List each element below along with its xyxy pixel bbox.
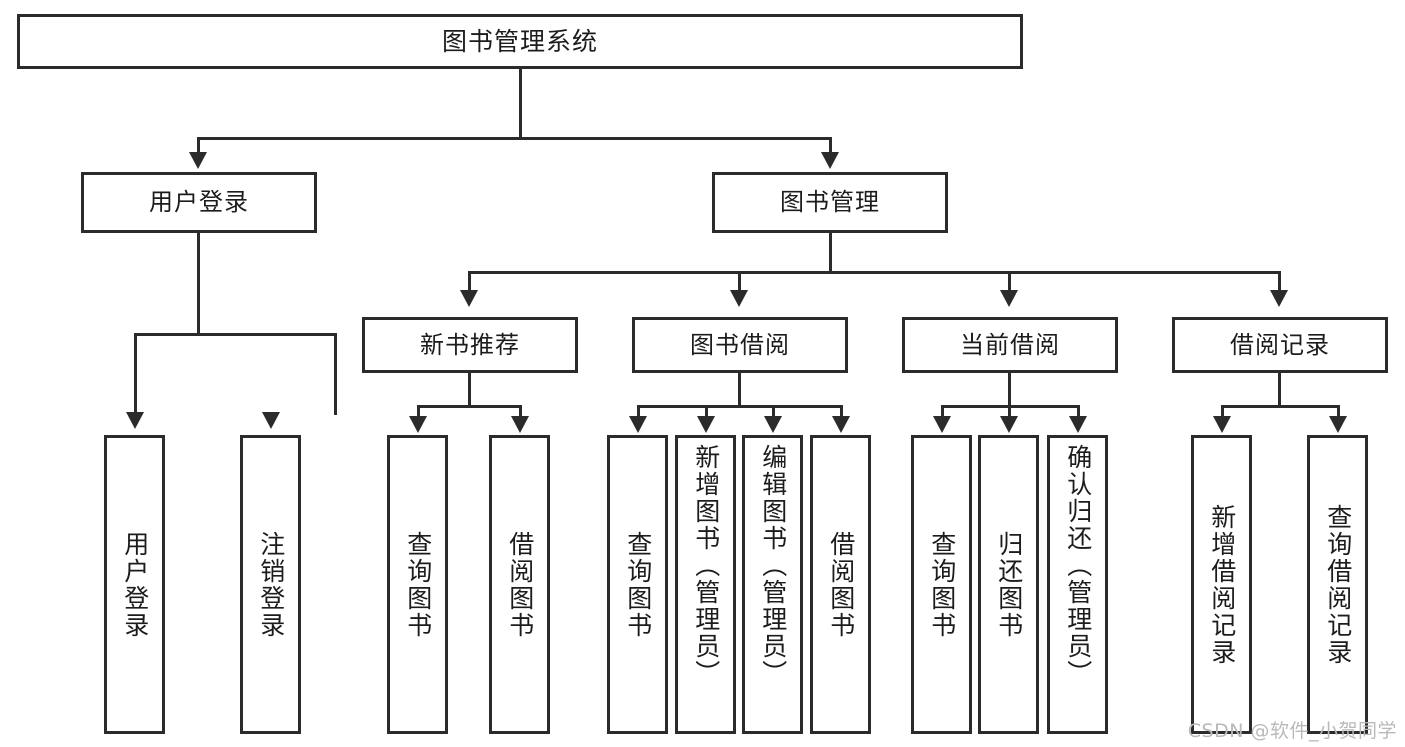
connector-to-current-borrow [1008, 271, 1011, 293]
leaf-current-borrow-confirm[interactable]: 确认归还（管理员） [1047, 435, 1108, 734]
connector-to-book-borrow [738, 271, 741, 293]
arrow-book-borrow-child-1 [629, 416, 647, 433]
leaf-current-borrow-query[interactable]: 查询图书 [911, 435, 972, 734]
node-label: 用户登录 [120, 530, 150, 639]
node-label: 查询图书 [403, 530, 433, 639]
arrow-current-borrow-child-2 [1000, 416, 1018, 433]
connector-current-borrow-child-2 [1008, 405, 1011, 419]
node-label: 用户登录 [149, 188, 249, 217]
leaf-book-borrow-edit[interactable]: 编辑图书（管理员） [742, 435, 803, 734]
node-user-login[interactable]: 用户登录 [81, 172, 317, 233]
node-label: 借阅记录 [1230, 330, 1330, 359]
node-root-system[interactable]: 图书管理系统 [17, 14, 1023, 69]
connector-user-login-bus [134, 333, 337, 336]
arrow-book-borrow-child-4 [832, 416, 850, 433]
connector-to-book-manage [829, 137, 832, 155]
leaf-book-borrow-add[interactable]: 新增图书（管理员） [675, 435, 736, 734]
leaf-new-book-query[interactable]: 查询图书 [387, 435, 448, 734]
arrow-book-borrow-child-2 [697, 416, 715, 433]
connector-new-book-child-2 [519, 405, 522, 419]
node-new-book-recommend[interactable]: 新书推荐 [362, 317, 578, 373]
connector-book-borrow-child-2 [705, 405, 708, 419]
leaf-borrow-record-add[interactable]: 新增借阅记录 [1191, 435, 1252, 734]
node-label: 新增借阅记录 [1207, 503, 1237, 666]
node-label: 归还图书 [994, 530, 1024, 639]
arrow-current-borrow-child-3 [1069, 416, 1087, 433]
arrow-borrow-record-child-2 [1329, 416, 1347, 433]
leaf-borrow-record-query[interactable]: 查询借阅记录 [1307, 435, 1368, 734]
node-label: 编辑图书（管理员） [758, 444, 788, 687]
arrow-new-book-child-1 [409, 416, 427, 433]
node-label: 借阅图书 [826, 530, 856, 639]
leaf-current-borrow-return[interactable]: 归还图书 [978, 435, 1039, 734]
arrow-to-user-login [189, 152, 207, 169]
arrow-user-login-child-2 [262, 412, 280, 429]
leaf-user-login-logout[interactable]: 注销登录 [240, 435, 301, 734]
connector-borrow-record-stem [1278, 373, 1281, 407]
arrow-to-book-manage [821, 152, 839, 169]
connector-to-borrow-record [1278, 271, 1281, 293]
node-label: 当前借阅 [960, 330, 1060, 359]
connector-user-login-child-1 [134, 333, 137, 415]
connector-book-borrow-child-1 [637, 405, 640, 419]
connector-book-borrow-child-4 [840, 405, 843, 419]
node-label: 新书推荐 [420, 330, 520, 359]
node-label: 图书管理系统 [441, 26, 598, 56]
connector-root-bus [197, 137, 832, 140]
node-label: 查询借阅记录 [1323, 503, 1353, 666]
connector-book-borrow-stem [738, 373, 741, 407]
node-label: 图书借阅 [690, 330, 790, 359]
arrow-to-new-book [460, 290, 478, 307]
connector-borrow-record-bus [1221, 405, 1340, 408]
arrow-to-book-borrow [730, 290, 748, 307]
leaf-user-login-login[interactable]: 用户登录 [104, 435, 165, 734]
connector-book-manage-stem [829, 233, 832, 273]
arrow-book-borrow-child-3 [764, 416, 782, 433]
node-book-management[interactable]: 图书管理 [712, 172, 948, 233]
connector-to-new-book [468, 271, 471, 293]
node-label: 图书管理 [780, 188, 880, 217]
connector-current-borrow-child-3 [1077, 405, 1080, 419]
node-label: 新增图书（管理员） [691, 444, 721, 687]
node-book-borrow[interactable]: 图书借阅 [632, 317, 848, 373]
connector-new-book-stem [468, 373, 471, 407]
node-label: 查询图书 [927, 530, 957, 639]
connector-book-borrow-child-3 [772, 405, 775, 419]
arrow-to-borrow-record [1270, 290, 1288, 307]
connector-book-manage-bus [468, 271, 1280, 274]
node-label: 注销登录 [256, 530, 286, 639]
arrow-user-login-child-1 [126, 412, 144, 429]
connector-new-book-child-1 [417, 405, 420, 419]
connector-current-borrow-stem [1008, 373, 1011, 407]
arrow-new-book-child-2 [511, 416, 529, 433]
connector-current-borrow-child-1 [941, 405, 944, 419]
connector-borrow-record-child-1 [1221, 405, 1224, 419]
connector-user-login-child-2 [334, 333, 337, 415]
arrow-borrow-record-child-1 [1213, 416, 1231, 433]
connector-root-stem [519, 69, 522, 139]
connector-to-user-login [197, 137, 200, 155]
connector-new-book-bus [417, 405, 522, 408]
leaf-book-borrow-query[interactable]: 查询图书 [607, 435, 668, 734]
node-label: 借阅图书 [505, 530, 535, 639]
connector-user-login-stem [197, 233, 200, 335]
leaf-book-borrow-borrow[interactable]: 借阅图书 [810, 435, 871, 734]
arrow-to-current-borrow [1000, 290, 1018, 307]
leaf-new-book-borrow[interactable]: 借阅图书 [489, 435, 550, 734]
node-borrow-record[interactable]: 借阅记录 [1172, 317, 1388, 373]
connector-book-borrow-bus [637, 405, 843, 408]
node-label: 确认归还（管理员） [1063, 444, 1093, 687]
connector-borrow-record-child-2 [1337, 405, 1340, 419]
node-current-borrow[interactable]: 当前借阅 [902, 317, 1118, 373]
node-label: 查询图书 [623, 530, 653, 639]
arrow-current-borrow-child-1 [933, 416, 951, 433]
